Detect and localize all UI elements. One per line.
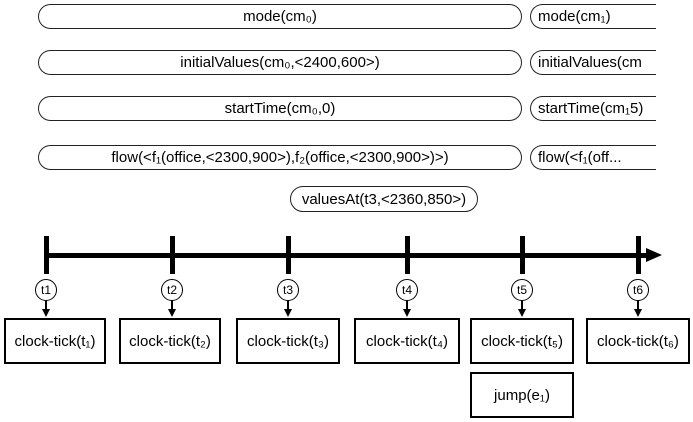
timepoint-label-t2: t2 <box>166 283 177 297</box>
timeline-tick-t5 <box>519 236 525 274</box>
connector-line-t4 <box>406 301 408 310</box>
event-box-clock-tick-t1: clock-tick(t₁) <box>4 318 106 364</box>
event-label-t5: clock-tick(t₅) <box>481 332 563 350</box>
event-label-t1: clock-tick(t₁) <box>14 332 96 350</box>
connector-arrowhead-t6 <box>634 309 642 317</box>
event-box-clock-tick-t2: clock-tick(t₂) <box>119 318 221 364</box>
event-label-t4: clock-tick(t₄) <box>366 332 448 350</box>
connector-line-t5 <box>521 301 523 310</box>
event-label-t3: clock-tick(t₃) <box>247 332 329 350</box>
event-box-jump-e1: jump(e₁) <box>470 372 574 418</box>
initial-values-pill-cm1-label: initialValues(cm <box>538 54 642 71</box>
connector-line-t6 <box>637 301 639 310</box>
connector-arrowhead-t1 <box>42 309 50 317</box>
start-time-pill-cm0-label: startTime(cm₀,0) <box>224 100 336 117</box>
connector-arrowhead-t2 <box>168 309 176 317</box>
flow-pill-cm1-label: flow(<f₁(off... <box>538 149 622 166</box>
timepoint-marker-t1: t1 <box>35 279 57 301</box>
event-label-t6: clock-tick(t₆) <box>597 332 679 350</box>
connector-arrowhead-t5 <box>518 309 526 317</box>
timepoint-label-t6: t6 <box>632 283 643 297</box>
timeline-tick-t1 <box>43 236 49 274</box>
event-box-clock-tick-t5: clock-tick(t₅) <box>470 318 574 364</box>
start-time-pill-cm1: startTime(cm₁5) <box>530 96 656 121</box>
event-label-jump: jump(e₁) <box>494 386 550 404</box>
timepoint-marker-t4: t4 <box>396 279 418 301</box>
timepoint-label-t5: t5 <box>516 283 527 297</box>
initial-values-pill-cm0-label: initialValues(cm₀,<2400,600>) <box>180 54 380 71</box>
mode-pill-cm1-label: mode(cm₁) <box>538 8 611 25</box>
values-at-pill-label: valuesAt(t3,<2360,850>) <box>301 190 467 208</box>
connector-arrowhead-t3 <box>284 309 292 317</box>
connector-arrowhead-t4 <box>403 309 411 317</box>
mode-pill-cm0-label: mode(cm₀) <box>243 8 317 25</box>
flow-pill-cm0: flow(<f₁(office,<2300,900>),f₂(office,<2… <box>38 145 522 170</box>
timepoint-marker-t6: t6 <box>627 279 649 301</box>
event-box-clock-tick-t6: clock-tick(t₆) <box>586 318 690 364</box>
values-at-pill: valuesAt(t3,<2360,850>) <box>290 186 478 212</box>
mode-pill-cm1: mode(cm₁) <box>530 4 656 29</box>
initial-values-pill-cm0: initialValues(cm₀,<2400,600>) <box>38 50 522 75</box>
event-box-clock-tick-t4: clock-tick(t₄) <box>354 318 460 364</box>
timepoint-label-t4: t4 <box>401 283 412 297</box>
timepoint-marker-t5: t5 <box>511 279 533 301</box>
initial-values-pill-cm1: initialValues(cm <box>530 50 656 75</box>
connector-line-t1 <box>45 301 47 310</box>
connector-line-t2 <box>171 301 173 310</box>
start-time-pill-cm1-label: startTime(cm₁5) <box>538 100 644 117</box>
timepoint-label-t1: t1 <box>40 283 51 297</box>
event-box-clock-tick-t3: clock-tick(t₃) <box>236 318 340 364</box>
timeline-axis <box>44 253 650 258</box>
event-label-t2: clock-tick(t₂) <box>129 332 211 350</box>
flow-pill-cm1: flow(<f₁(off... <box>530 145 656 170</box>
timeline-tick-t4 <box>404 236 410 274</box>
timeline-tick-t6 <box>635 236 641 274</box>
timepoint-marker-t2: t2 <box>161 279 183 301</box>
connector-line-t3 <box>287 301 289 310</box>
timeline-arrowhead <box>646 248 662 262</box>
start-time-pill-cm0: startTime(cm₀,0) <box>38 96 522 121</box>
timeline-tick-t3 <box>285 236 291 274</box>
timepoint-label-t3: t3 <box>282 283 293 297</box>
timeline-tick-t2 <box>169 236 175 274</box>
timepoint-marker-t3: t3 <box>277 279 299 301</box>
mode-pill-cm0: mode(cm₀) <box>38 4 522 29</box>
flow-pill-cm0-label: flow(<f₁(office,<2300,900>),f₂(office,<2… <box>111 149 449 166</box>
